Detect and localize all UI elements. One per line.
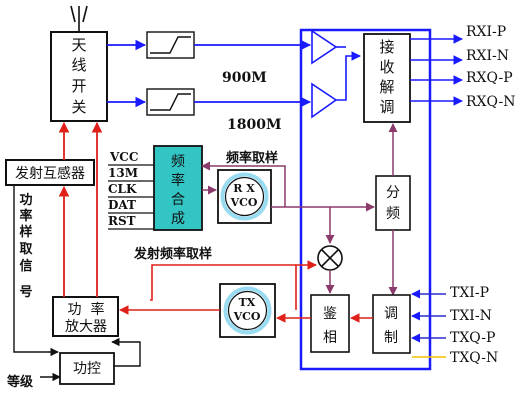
control-signal-rst: RST	[108, 214, 136, 228]
control-signal-dat: DAT	[108, 198, 136, 212]
output-label-rxi-n: RXI-N	[466, 48, 509, 64]
input-label-txq-p: TXQ-P	[450, 330, 495, 346]
control-signal-13m: 13M	[108, 166, 138, 180]
antenna-switch-label: 天 线 开 关	[71, 36, 86, 116]
power-sampling-char: 功	[19, 193, 32, 208]
antenna-switch-char: 开	[71, 77, 86, 95]
demodulator-char: 接	[379, 38, 394, 56]
control-signal-vcc: VCC	[109, 150, 138, 164]
demodulator-box	[363, 33, 411, 123]
rx-vco-label-line1: R X	[233, 182, 255, 195]
modulator-char: 调	[384, 306, 398, 322]
rx-vco-inner	[224, 176, 265, 217]
phase-detector-box	[310, 294, 350, 353]
synthesizer-char: 率	[171, 172, 185, 189]
synthesizer-char: 频	[171, 154, 185, 170]
input-label-txi-n: TXI-N	[450, 308, 492, 324]
divider-char: 频	[386, 206, 400, 222]
input-label-txq-n: TXQ-N	[450, 350, 498, 366]
phase-detector-char: 相	[323, 330, 337, 346]
output-label-rxq-n: RXQ-N	[466, 94, 515, 110]
frequency-sampling-label: 频率取样	[226, 150, 278, 166]
output-label-rxq-p: RXQ-P	[466, 70, 513, 86]
mixer-icon	[317, 245, 343, 271]
tx-vco-ring	[223, 286, 272, 335]
tx-sampling-branch	[150, 264, 296, 301]
power-control-box	[59, 352, 115, 385]
power-control-to-pa-path	[111, 337, 141, 367]
tx-frequency-sampling-label: 发射频率取样	[133, 246, 212, 262]
power-sampling-char: 号	[19, 285, 32, 300]
demodulator-char: 解	[379, 78, 394, 96]
synthesizer-char: 成	[171, 211, 185, 227]
modulator-box	[372, 294, 411, 354]
filter-900-icon	[146, 31, 195, 59]
level-label: 等级	[6, 374, 34, 390]
transmit-coupler-box	[5, 159, 95, 186]
antenna-switch-char: 线	[71, 56, 86, 74]
transmit-coupler-label: 发射互感器	[15, 165, 85, 182]
power-sampling-char: 率	[19, 208, 32, 224]
transceiver-chip-boundary	[299, 28, 432, 371]
tx-vco-inner	[227, 290, 268, 331]
band-label-900: 900M	[222, 70, 267, 86]
tx-vco-label-line2: VCO	[233, 310, 261, 323]
modulator-char: 制	[384, 330, 398, 346]
power-sampling-char: 信	[19, 258, 32, 274]
lna-900-icon	[311, 29, 338, 65]
lna-1800-icon	[311, 82, 338, 119]
synthesizer-char: 合	[171, 192, 185, 208]
power-amplifier-box	[52, 296, 119, 337]
demodulator-char: 调	[379, 98, 394, 116]
frequency-sampling-path	[201, 161, 286, 207]
power-control-label: 功控	[73, 361, 101, 377]
lna-1800-out	[336, 51, 361, 101]
power-sampling-path	[13, 185, 59, 357]
synthesizer-box	[153, 145, 203, 231]
antenna-icon	[70, 5, 88, 32]
divider-char: 分	[386, 185, 400, 201]
output-label-rxi-p: RXI-P	[466, 24, 506, 40]
phase-detector-char: 鉴	[323, 306, 337, 322]
antenna-switch-char: 关	[71, 98, 86, 116]
antenna-switch-char: 天	[71, 36, 86, 54]
band-label-1800: 1800M	[227, 117, 281, 133]
filter-1800-icon	[146, 88, 195, 116]
demodulator-char: 收	[379, 58, 394, 76]
power-sampling-char: 取	[19, 242, 33, 257]
antenna-switch-box	[50, 31, 108, 122]
control-signal-clk: CLK	[108, 182, 137, 196]
input-label-txi-p: TXI-P	[450, 285, 489, 301]
power-amplifier-label-line1: 功 率	[68, 301, 105, 318]
power-amplifier-label-line2: 放大器	[65, 319, 107, 335]
tx-vco-label-line1: TX	[239, 296, 256, 309]
rx-vco-ring	[220, 172, 269, 221]
rx-vco-label-line2: VCO	[230, 196, 258, 209]
power-sampling-char: 样	[19, 224, 32, 240]
